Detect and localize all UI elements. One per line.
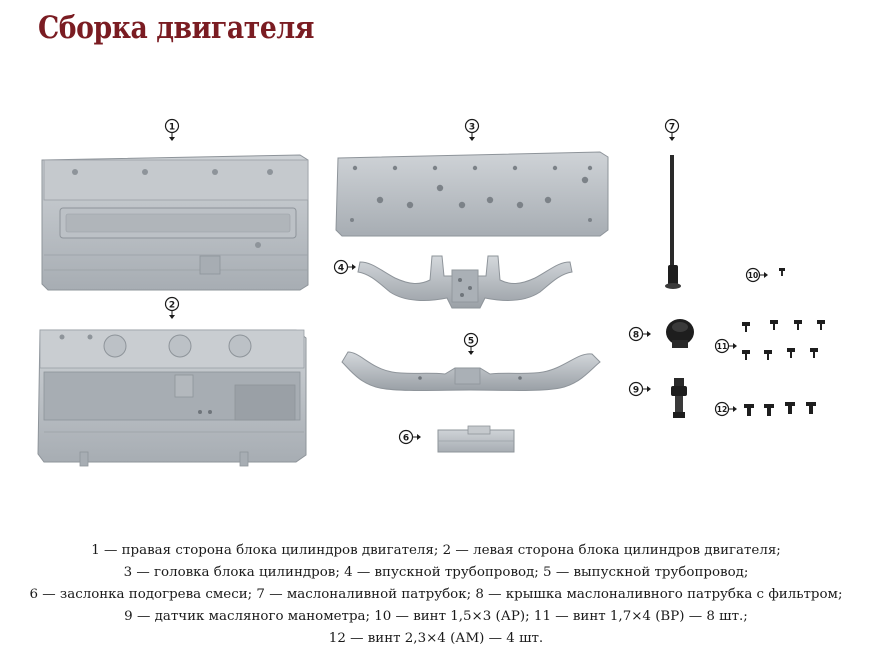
callout-4: 4 (333, 259, 356, 275)
callout-5: 5 (463, 332, 479, 355)
legend-line-1: 1 — правая сторона блока цилиндров двига… (91, 543, 781, 558)
part-3-cylinder-head (335, 151, 609, 237)
callout-6-label: 6 (403, 434, 409, 444)
part-1-right-block-side (41, 154, 309, 291)
callout-7: 7 (664, 118, 680, 141)
legend-line-2: 3 — головка блока цилиндров; 4 — впускно… (123, 565, 749, 580)
callout-8: 8 (628, 326, 651, 342)
callout-12-label: 12 (717, 405, 727, 414)
callout-5-label: 5 (468, 337, 474, 347)
callout-6: 6 (398, 429, 421, 445)
callout-3-label: 3 (469, 123, 475, 133)
callout-7-label: 7 (669, 123, 675, 133)
callout-1: 1 (164, 118, 180, 141)
legend-line-3: 6 — заслонка подогрева смеси; 7 — маслон… (29, 587, 843, 602)
parts-legend: 1 — правая сторона блока цилиндров двига… (0, 540, 872, 650)
part-5-exhaust-manifold (341, 351, 601, 391)
part-4-intake-manifold (357, 255, 573, 309)
callout-2-label: 2 (169, 301, 175, 311)
legend-line-5: 12 — винт 2,3×4 (АМ) — 4 шт. (328, 631, 544, 646)
part-9-oil-pressure-sender (671, 378, 687, 418)
part-2-left-block-side (37, 329, 307, 467)
callout-4-label: 4 (338, 264, 344, 274)
legend-line-4: 9 — датчик масляного манометра; 10 — вин… (124, 609, 748, 624)
part-7-oil-filler-pipe (665, 155, 681, 289)
callout-11-label: 11 (717, 342, 727, 351)
callout-10-label: 10 (748, 271, 758, 280)
callout-3: 3 (464, 118, 480, 141)
callout-1-label: 1 (169, 123, 175, 133)
parts-illustration: 1 2 (37, 118, 825, 467)
callout-9: 9 (628, 381, 651, 397)
callout-11: 11 (714, 338, 737, 354)
callout-10: 10 (745, 267, 768, 283)
part-12-screws (744, 402, 816, 416)
page-title: Сборка двигателя (38, 10, 315, 46)
callout-8-label: 8 (633, 331, 639, 341)
callout-9-label: 9 (633, 386, 639, 396)
part-8-filler-cap (666, 319, 694, 348)
callout-12: 12 (714, 401, 737, 417)
part-10-screw (779, 268, 785, 276)
callout-2: 2 (164, 296, 180, 319)
part-6-heater-flap (437, 425, 515, 453)
part-11-screws (742, 320, 825, 360)
